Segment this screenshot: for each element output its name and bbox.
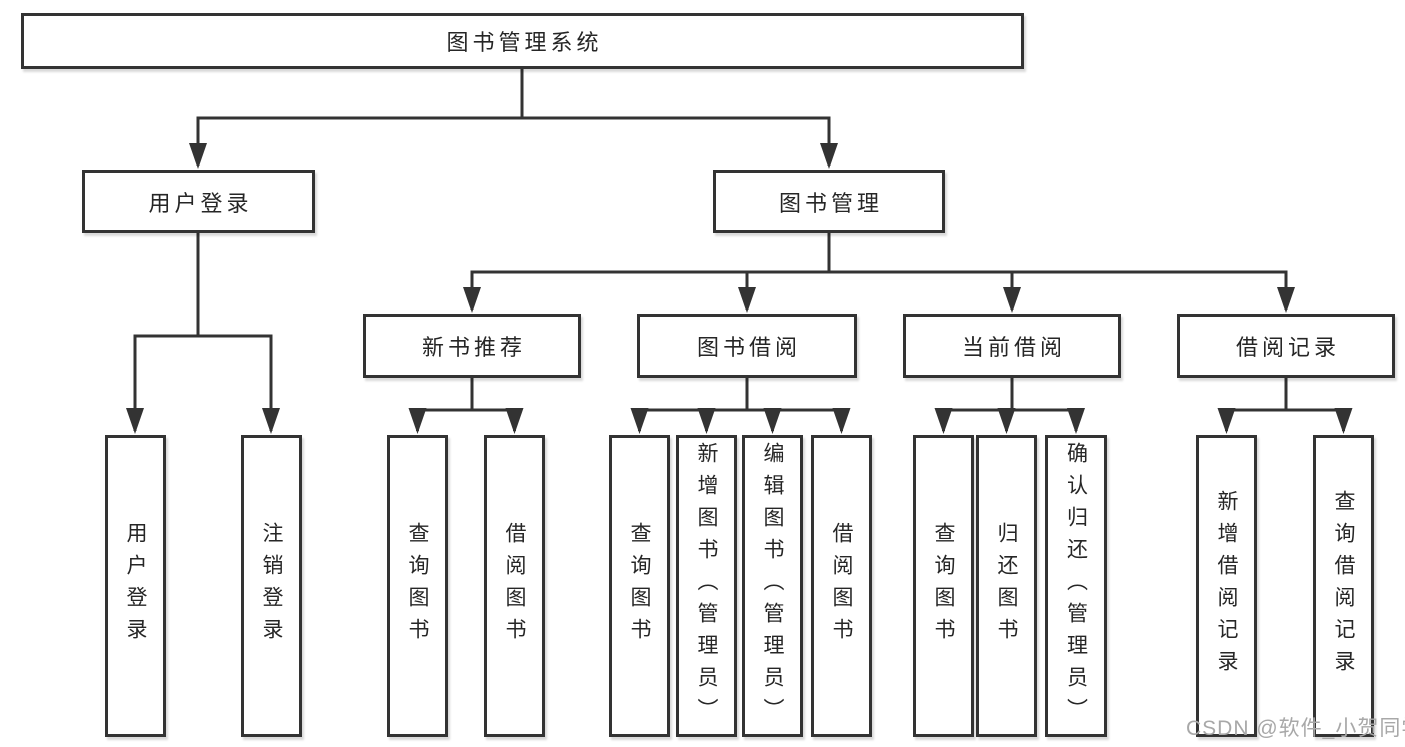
node-root-system: 图书管理系统 xyxy=(21,13,1024,69)
leaf-borrow-edit-books-admin: 编辑图书（管理员） xyxy=(742,435,803,737)
leaf-label: 新增图书（管理员） xyxy=(695,442,718,730)
node-book-management: 图书管理 xyxy=(713,170,945,233)
leaf-borrow-add-books-admin: 新增图书（管理员） xyxy=(676,435,737,737)
leaf-user-login: 用户登录 xyxy=(105,435,166,737)
leaf-logout: 注销登录 xyxy=(241,435,302,737)
leaf-borrow-query-books: 查询图书 xyxy=(609,435,670,737)
node-user-login: 用户登录 xyxy=(82,170,315,233)
node-book-borrow: 图书借阅 xyxy=(637,314,857,378)
leaf-label: 查询借阅记录 xyxy=(1332,490,1355,682)
leaf-borrow-borrow-books: 借阅图书 xyxy=(811,435,872,737)
leaf-label: 归还图书 xyxy=(995,522,1018,650)
leaf-label: 借阅图书 xyxy=(830,522,853,650)
node-current-borrow: 当前借阅 xyxy=(903,314,1121,378)
leaf-current-query-books: 查询图书 xyxy=(913,435,974,737)
leaf-newbooks-query-books: 查询图书 xyxy=(387,435,448,737)
leaf-current-confirm-return-admin: 确认归还（管理员） xyxy=(1045,435,1107,737)
leaf-label: 确认归还（管理员） xyxy=(1064,442,1088,730)
node-borrow-records: 借阅记录 xyxy=(1177,314,1395,378)
leaf-label: 新增借阅记录 xyxy=(1215,490,1238,682)
leaf-records-add-record: 新增借阅记录 xyxy=(1196,435,1257,737)
leaf-label: 借阅图书 xyxy=(503,522,526,650)
leaf-current-return-books: 归还图书 xyxy=(976,435,1037,737)
leaf-records-query-record: 查询借阅记录 xyxy=(1313,435,1374,737)
node-new-book-recommend: 新书推荐 xyxy=(363,314,581,378)
leaf-label: 查询图书 xyxy=(932,522,955,650)
leaf-label: 注销登录 xyxy=(260,522,283,650)
csdn-watermark: CSDN @软件_小贺同学 xyxy=(1186,717,1405,740)
leaf-label: 编辑图书（管理员） xyxy=(761,442,784,730)
leaf-label: 用户登录 xyxy=(124,522,147,650)
leaf-label: 查询图书 xyxy=(406,522,429,650)
leaf-newbooks-borrow-books: 借阅图书 xyxy=(484,435,545,737)
leaf-label: 查询图书 xyxy=(628,522,651,650)
